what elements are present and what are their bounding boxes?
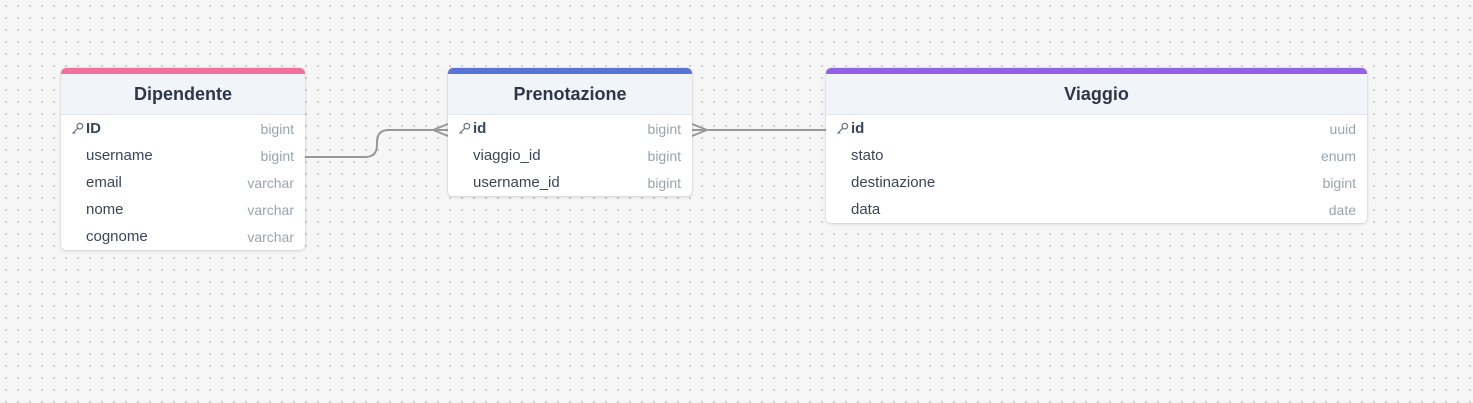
relation-dipendente-prenotazione[interactable]: [305, 129, 448, 158]
table-color-bar: [448, 68, 692, 74]
table-title[interactable]: Viaggio: [826, 74, 1367, 115]
field-row-id[interactable]: id uuid: [826, 115, 1367, 142]
field-row-username[interactable]: username bigint: [61, 142, 305, 169]
field-name: viaggio_id: [473, 147, 541, 164]
field-row-username-id[interactable]: username_id bigint: [448, 169, 692, 196]
field-name: ID: [86, 120, 101, 137]
field-row-email[interactable]: email varchar: [61, 169, 305, 196]
table-prenotazione[interactable]: Prenotazione id bigint viaggio_id bigint…: [448, 68, 692, 196]
field-row-id[interactable]: id bigint: [448, 115, 692, 142]
field-name: stato: [851, 147, 884, 164]
field-type: bigint: [1322, 174, 1356, 191]
field-type: varchar: [247, 201, 294, 218]
field-name: cognome: [86, 228, 148, 245]
table-color-bar: [61, 68, 305, 74]
table-color-bar: [826, 68, 1367, 74]
field-type: bigint: [260, 147, 294, 164]
primary-key-icon: [71, 122, 84, 135]
field-type: varchar: [247, 228, 294, 245]
field-row-viaggio-id[interactable]: viaggio_id bigint: [448, 142, 692, 169]
field-type: enum: [1320, 147, 1356, 164]
field-type: bigint: [647, 147, 681, 164]
field-type: varchar: [247, 174, 294, 191]
field-name: username: [86, 147, 153, 164]
field-type: bigint: [647, 174, 681, 191]
field-name: id: [851, 120, 865, 137]
field-name: destinazione: [851, 174, 936, 191]
field-name: email: [86, 174, 122, 191]
field-type: date: [1328, 201, 1356, 218]
field-row-stato[interactable]: stato enum: [826, 142, 1367, 169]
field-row-destinazione[interactable]: destinazione bigint: [826, 169, 1367, 196]
field-row-data[interactable]: data date: [826, 196, 1367, 223]
field-type: bigint: [647, 120, 681, 137]
table-dipendente[interactable]: Dipendente ID bigint username bigint ema…: [61, 68, 305, 250]
crowfoot-many-prenotazione: [432, 123, 449, 137]
crowfoot-many-prenotazione-side: [691, 123, 708, 137]
table-title[interactable]: Dipendente: [61, 74, 305, 115]
primary-key-icon: [458, 122, 471, 135]
field-row-id[interactable]: ID bigint: [61, 115, 305, 142]
field-name: nome: [86, 201, 124, 218]
primary-key-icon: [836, 122, 849, 135]
field-name: data: [851, 201, 881, 218]
field-type: bigint: [260, 120, 294, 137]
field-name: id: [473, 120, 487, 137]
table-title[interactable]: Prenotazione: [448, 74, 692, 115]
field-row-nome[interactable]: nome varchar: [61, 196, 305, 223]
field-type: uuid: [1329, 120, 1356, 137]
field-name: username_id: [473, 174, 560, 191]
table-viaggio[interactable]: Viaggio id uuid stato enum destinazione …: [826, 68, 1367, 223]
field-row-cognome[interactable]: cognome varchar: [61, 223, 305, 250]
